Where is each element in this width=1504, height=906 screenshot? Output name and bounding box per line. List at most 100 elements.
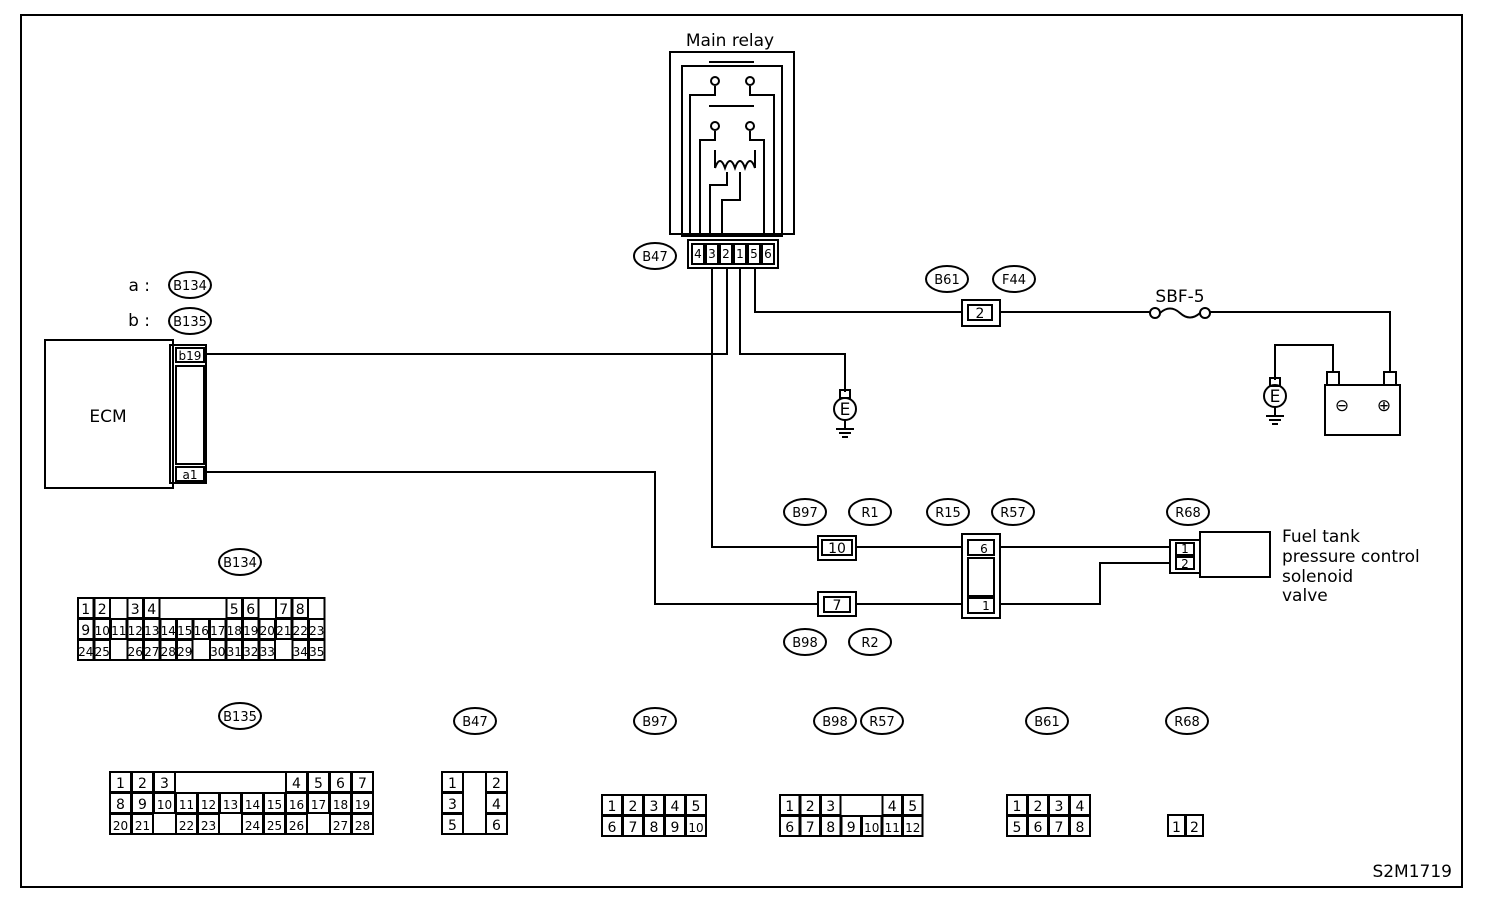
- ecm-pin-a1: a1: [183, 468, 198, 482]
- ecm-pin-b19: b19: [179, 349, 202, 363]
- ecm: ECM b19 a1: [44, 339, 207, 489]
- connector-pin-label: 4: [147, 602, 156, 618]
- connector-tag: B47: [462, 715, 487, 730]
- tag-r1: R1: [848, 498, 892, 526]
- svg-text:R1: R1: [861, 506, 878, 521]
- connector-pin-label: 6: [492, 818, 501, 834]
- connector-pin-label: 10: [864, 821, 879, 835]
- connector-pin-label: 8: [650, 820, 659, 836]
- ground-relay: E: [833, 389, 857, 438]
- tag-r57: R57: [991, 498, 1035, 526]
- connector-pin-label: 25: [267, 819, 282, 833]
- connector-pin-label: 9: [138, 797, 147, 813]
- connector-pin-label: 12: [128, 624, 143, 638]
- connector-pin-label: 33: [260, 645, 275, 659]
- connector-pin-label: 21: [276, 624, 291, 638]
- connector-pin-label: 17: [311, 798, 326, 812]
- svg-text:E: E: [1270, 387, 1281, 407]
- connector-pin-label: 10: [157, 798, 172, 812]
- connector-pin-label: 3: [160, 776, 169, 792]
- connector-pin-label: 11: [179, 798, 194, 812]
- connector-b98-inline: [817, 591, 857, 617]
- connector-pin-label: 15: [267, 798, 282, 812]
- connector-pin-label: 10: [95, 624, 110, 638]
- main-relay-title: Main relay: [686, 31, 774, 51]
- connector-pin-label: 9: [847, 820, 856, 836]
- connector-pin-label: 7: [806, 820, 815, 836]
- connector-pin-label: 2: [1190, 820, 1199, 836]
- connector-pin-label: 2: [98, 602, 107, 618]
- connector-pin-label: 9: [671, 820, 680, 836]
- solenoid-label: Fuel tank pressure control solenoid valv…: [1282, 527, 1420, 606]
- connector-pin-label: 3: [131, 602, 140, 618]
- svg-text:7: 7: [833, 598, 842, 614]
- svg-text:B134: B134: [173, 279, 207, 294]
- connector-pin-label: 3: [650, 799, 659, 815]
- tag-f44: F44: [992, 265, 1036, 293]
- connector-pin-label: 25: [95, 645, 110, 659]
- svg-text:R15: R15: [935, 506, 961, 521]
- solenoid-valve-icon: [1199, 531, 1271, 578]
- connector-pin-label: 2: [492, 776, 501, 792]
- connector-pin-label: 11: [111, 624, 126, 638]
- svg-text:Fuel tank: Fuel tank: [1282, 527, 1360, 547]
- connector-pin-label: 5: [692, 799, 701, 815]
- svg-text:R2: R2: [861, 636, 878, 651]
- relay-pin-label: 4: [694, 247, 702, 261]
- connector-pin-label: 6: [246, 602, 255, 618]
- connector-pin-label: 24: [78, 645, 93, 659]
- connector-pin-label: 29: [177, 645, 192, 659]
- connector-tag: B134: [223, 556, 257, 571]
- svg-text:10: 10: [828, 541, 846, 557]
- connector-pin-label: 28: [161, 645, 176, 659]
- svg-text:B98: B98: [792, 636, 817, 651]
- connector-pin-label: 1: [785, 799, 794, 815]
- svg-text:pressure control: pressure control: [1282, 547, 1420, 567]
- ecm-connector-legend: a : B134 b : B135: [128, 271, 212, 335]
- connector-pin-label: 13: [144, 624, 159, 638]
- svg-text:E: E: [840, 400, 851, 420]
- connector-pin-label: 3: [826, 799, 835, 815]
- connector-pin-label: 5: [230, 602, 239, 618]
- relay-pin-label: 2: [722, 247, 730, 261]
- connector-pin-label: 11: [885, 821, 900, 835]
- connector-pin-label: 13: [223, 798, 238, 812]
- connector-pin-label: 6: [1034, 820, 1043, 836]
- relay-pin: [691, 243, 705, 265]
- connector-pin-label: 18: [227, 624, 242, 638]
- connector-pin-label: 26: [289, 819, 304, 833]
- relay-pin: [705, 243, 719, 265]
- connector-pin-label: 31: [227, 645, 242, 659]
- connector-pin-label: 12: [905, 821, 920, 835]
- svg-text:R57: R57: [1000, 506, 1026, 521]
- connector-pin-label: 7: [279, 602, 288, 618]
- fuse-icon: [1159, 307, 1201, 319]
- connector-r15-inline: [961, 533, 1001, 619]
- connector-pin-label: 9: [81, 623, 90, 639]
- connector-pin-label: 1: [1013, 799, 1022, 815]
- connector-pin-label: 2: [1034, 799, 1043, 815]
- wire-relay-b97: [711, 268, 818, 548]
- connector-pin-label: 23: [309, 624, 324, 638]
- ecm-box: [44, 339, 174, 489]
- connector-pin-label: 14: [245, 798, 260, 812]
- connector-tag: B98: [822, 715, 847, 730]
- relay-pin: [761, 243, 775, 265]
- diagram-frame: [20, 14, 1463, 888]
- relay-pin-label: 1: [736, 247, 744, 261]
- connector-pin-label: 10: [688, 821, 703, 835]
- relay-connector: [687, 239, 779, 269]
- connector-pin-label: 4: [1076, 799, 1085, 815]
- wire-ecm-a1: [206, 471, 818, 605]
- relay-pin: [719, 243, 733, 265]
- connector-pin-label: 1: [608, 799, 617, 815]
- connector-pin-label: 3: [448, 797, 457, 813]
- connector-pin-label: 1: [448, 776, 457, 792]
- svg-text:valve: valve: [1282, 586, 1328, 606]
- tag-b98: B98: [783, 628, 827, 656]
